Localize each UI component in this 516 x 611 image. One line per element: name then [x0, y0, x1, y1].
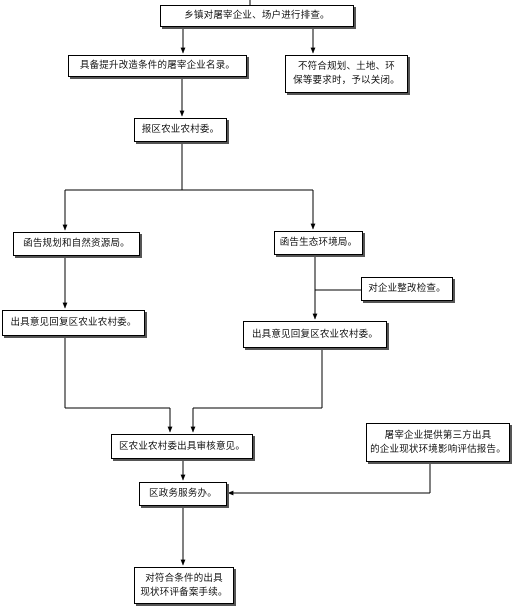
node-close-noncompliant: 不符合规划、土地、环 保等要求时，予以关闭。 [285, 55, 408, 93]
node-reply-right: 出具意见回复区农业农村委。 [243, 321, 387, 348]
node-town-screening: 乡镇对屠宰企业、场户进行排查。 [160, 5, 354, 27]
node-close-noncompliant-line1: 不符合规划、土地、环 [297, 61, 395, 72]
node-third-party-report-line2: 的企业现状环境影响评估报告。 [370, 443, 506, 455]
node-service-office: 区政务服务办。 [139, 482, 227, 506]
node-district-review: 区农业农村委出具审核意见。 [111, 434, 253, 459]
node-town-screening-text: 乡镇对屠宰企业、场户进行排查。 [184, 10, 330, 21]
node-filing-line1: 对符合条件的出具 [145, 572, 223, 584]
node-reply-left-text: 出具意见回复区农业农村委。 [10, 317, 137, 328]
node-third-party-report: 屠宰企业提供第三方出具 的企业现状环境影响评估报告。 [366, 423, 510, 462]
node-close-noncompliant-line2: 保等要求时，予以关闭。 [293, 75, 400, 86]
node-list-eligible-text: 具备提升改造条件的屠宰企业名录。 [79, 60, 236, 71]
node-letter-ecology: 函告生态环境局。 [274, 231, 363, 255]
node-letter-planning: 函告规划和自然资源局。 [13, 232, 140, 256]
node-third-party-report-line1: 屠宰企业提供第三方出具 [384, 429, 492, 441]
node-reply-left: 出具意见回复区农业农村委。 [2, 310, 145, 336]
node-report-district-agri: 报区农业农村委。 [134, 118, 227, 142]
node-list-eligible: 具备提升改造条件的屠宰企业名录。 [68, 55, 247, 77]
node-reply-right-text: 出具意见回复区农业农村委。 [251, 328, 379, 340]
node-filing: 对符合条件的出具 现状环评备案手续。 [134, 567, 234, 604]
node-district-review-text: 区农业农村委出具审核意见。 [118, 440, 246, 452]
node-letter-ecology-text: 函告生态环境局。 [279, 237, 358, 248]
node-rectify-inspect-text: 对企业整改检查。 [368, 283, 446, 294]
node-service-office-text: 区政务服务办。 [149, 488, 217, 499]
node-rectify-inspect: 对企业整改检查。 [361, 277, 453, 301]
node-filing-line2: 现状环评备案手续。 [140, 586, 228, 598]
node-letter-planning-text: 函告规划和自然资源局。 [23, 238, 130, 249]
node-report-district-agri-text: 报区农业农村委。 [141, 124, 220, 135]
